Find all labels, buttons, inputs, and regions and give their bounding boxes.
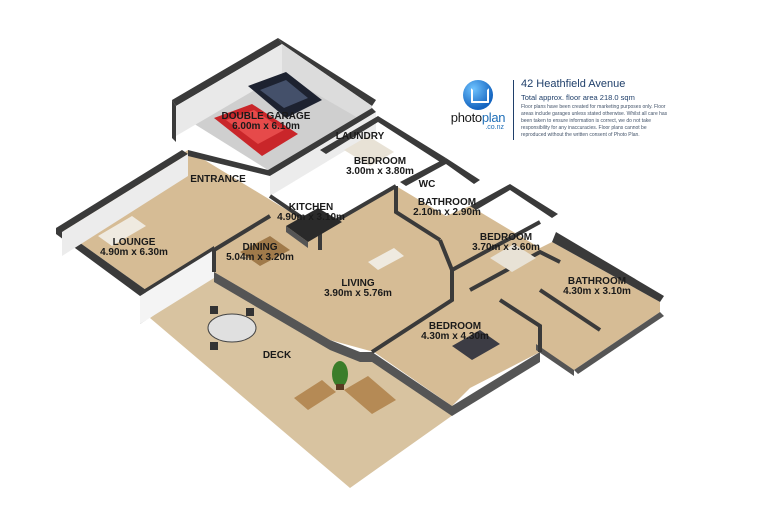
bedroom2-label: BEDROOM <box>480 232 532 243</box>
lounge-wall-back <box>56 150 188 232</box>
laundry-label: LAUNDRY <box>336 131 385 142</box>
logo-word-photo: photo <box>450 110 482 125</box>
living-label: LIVING <box>341 278 375 289</box>
car-icon <box>214 72 322 156</box>
garage-wall-back <box>278 38 376 106</box>
house-floor <box>62 150 660 406</box>
garage-size: 6.00m x 6.10m <box>232 121 300 132</box>
dining-table-icon <box>240 236 290 266</box>
garage-wall-inner <box>176 44 282 136</box>
bath2-wall <box>552 232 664 302</box>
bed-icon <box>344 136 536 360</box>
plant-icon <box>332 361 348 390</box>
deck-table-icon <box>207 306 257 350</box>
bathroom2-label: BATHROOM <box>568 276 626 287</box>
house-pin-icon <box>463 80 493 110</box>
logo-wordmark: photoplan <box>446 110 510 125</box>
bath2-right-wall <box>574 312 664 374</box>
bedroom2-wall <box>470 184 558 218</box>
logo-word-plan: plan <box>481 110 506 125</box>
dining-front-wall <box>214 272 330 350</box>
deck-label: DECK <box>263 350 292 361</box>
lounge-label: LOUNGE <box>113 237 156 248</box>
garage-wall-inner-back <box>282 44 372 126</box>
logo-domain: .co.nz <box>485 124 504 131</box>
bathroom1-size: 2.10m x 2.90m <box>413 207 481 218</box>
lounge-size: 4.90m x 6.30m <box>100 247 168 258</box>
garage-wall-left <box>172 100 176 142</box>
lounge-front-wall-top <box>140 246 214 296</box>
floor-area: Total approx. floor area 218.0 sqm <box>521 93 635 102</box>
bathroom1-label: BATHROOM <box>418 197 476 208</box>
bedroom3-front-wall <box>372 352 452 416</box>
property-address: 42 Heathfield Avenue <box>521 78 626 90</box>
kitchen-size: 4.90m x 3.10m <box>277 212 345 223</box>
deck-bench-icon <box>294 376 396 414</box>
wc-label: WC <box>419 179 436 190</box>
kitchen-label: KITCHEN <box>289 202 333 213</box>
dining-label: DINING <box>243 242 278 253</box>
dining-size: 5.04m x 3.20m <box>226 252 294 263</box>
bedroom3-label: BEDROOM <box>429 321 481 332</box>
bedroom3-size: 4.30m x 4.30m <box>421 331 489 342</box>
bath1-wall <box>400 158 480 186</box>
bedroom1-label: BEDROOM <box>354 156 406 167</box>
bedroom1-wall <box>320 116 446 162</box>
entrance-label: ENTRANCE <box>190 174 246 185</box>
sofa-icon <box>98 216 404 270</box>
disclaimer: Floor plans have been created for market… <box>521 104 668 138</box>
bedroom2-size: 3.70m x 3.60m <box>472 242 540 253</box>
photoplan-logo: photoplan .co.nz <box>446 80 510 131</box>
bathroom2-size: 4.30m x 3.10m <box>563 286 631 297</box>
kitchen-island <box>286 208 342 248</box>
entrance-wall <box>188 108 376 176</box>
bath2-front <box>536 344 574 376</box>
lounge-wall-back-inner <box>62 154 188 256</box>
garage-wall <box>172 38 282 106</box>
property-info: 42 Heathfield Avenue Total approx. floor… <box>521 78 671 139</box>
bedroom3-right-wall <box>452 352 540 416</box>
living-size: 3.90m x 5.76m <box>324 288 392 299</box>
lounge-front-wall <box>140 250 214 324</box>
bedroom1-size: 3.00m x 3.80m <box>346 166 414 177</box>
living-bay <box>330 340 372 362</box>
garage-label: DOUBLE GARAGE <box>222 111 311 122</box>
header-divider <box>513 80 514 140</box>
